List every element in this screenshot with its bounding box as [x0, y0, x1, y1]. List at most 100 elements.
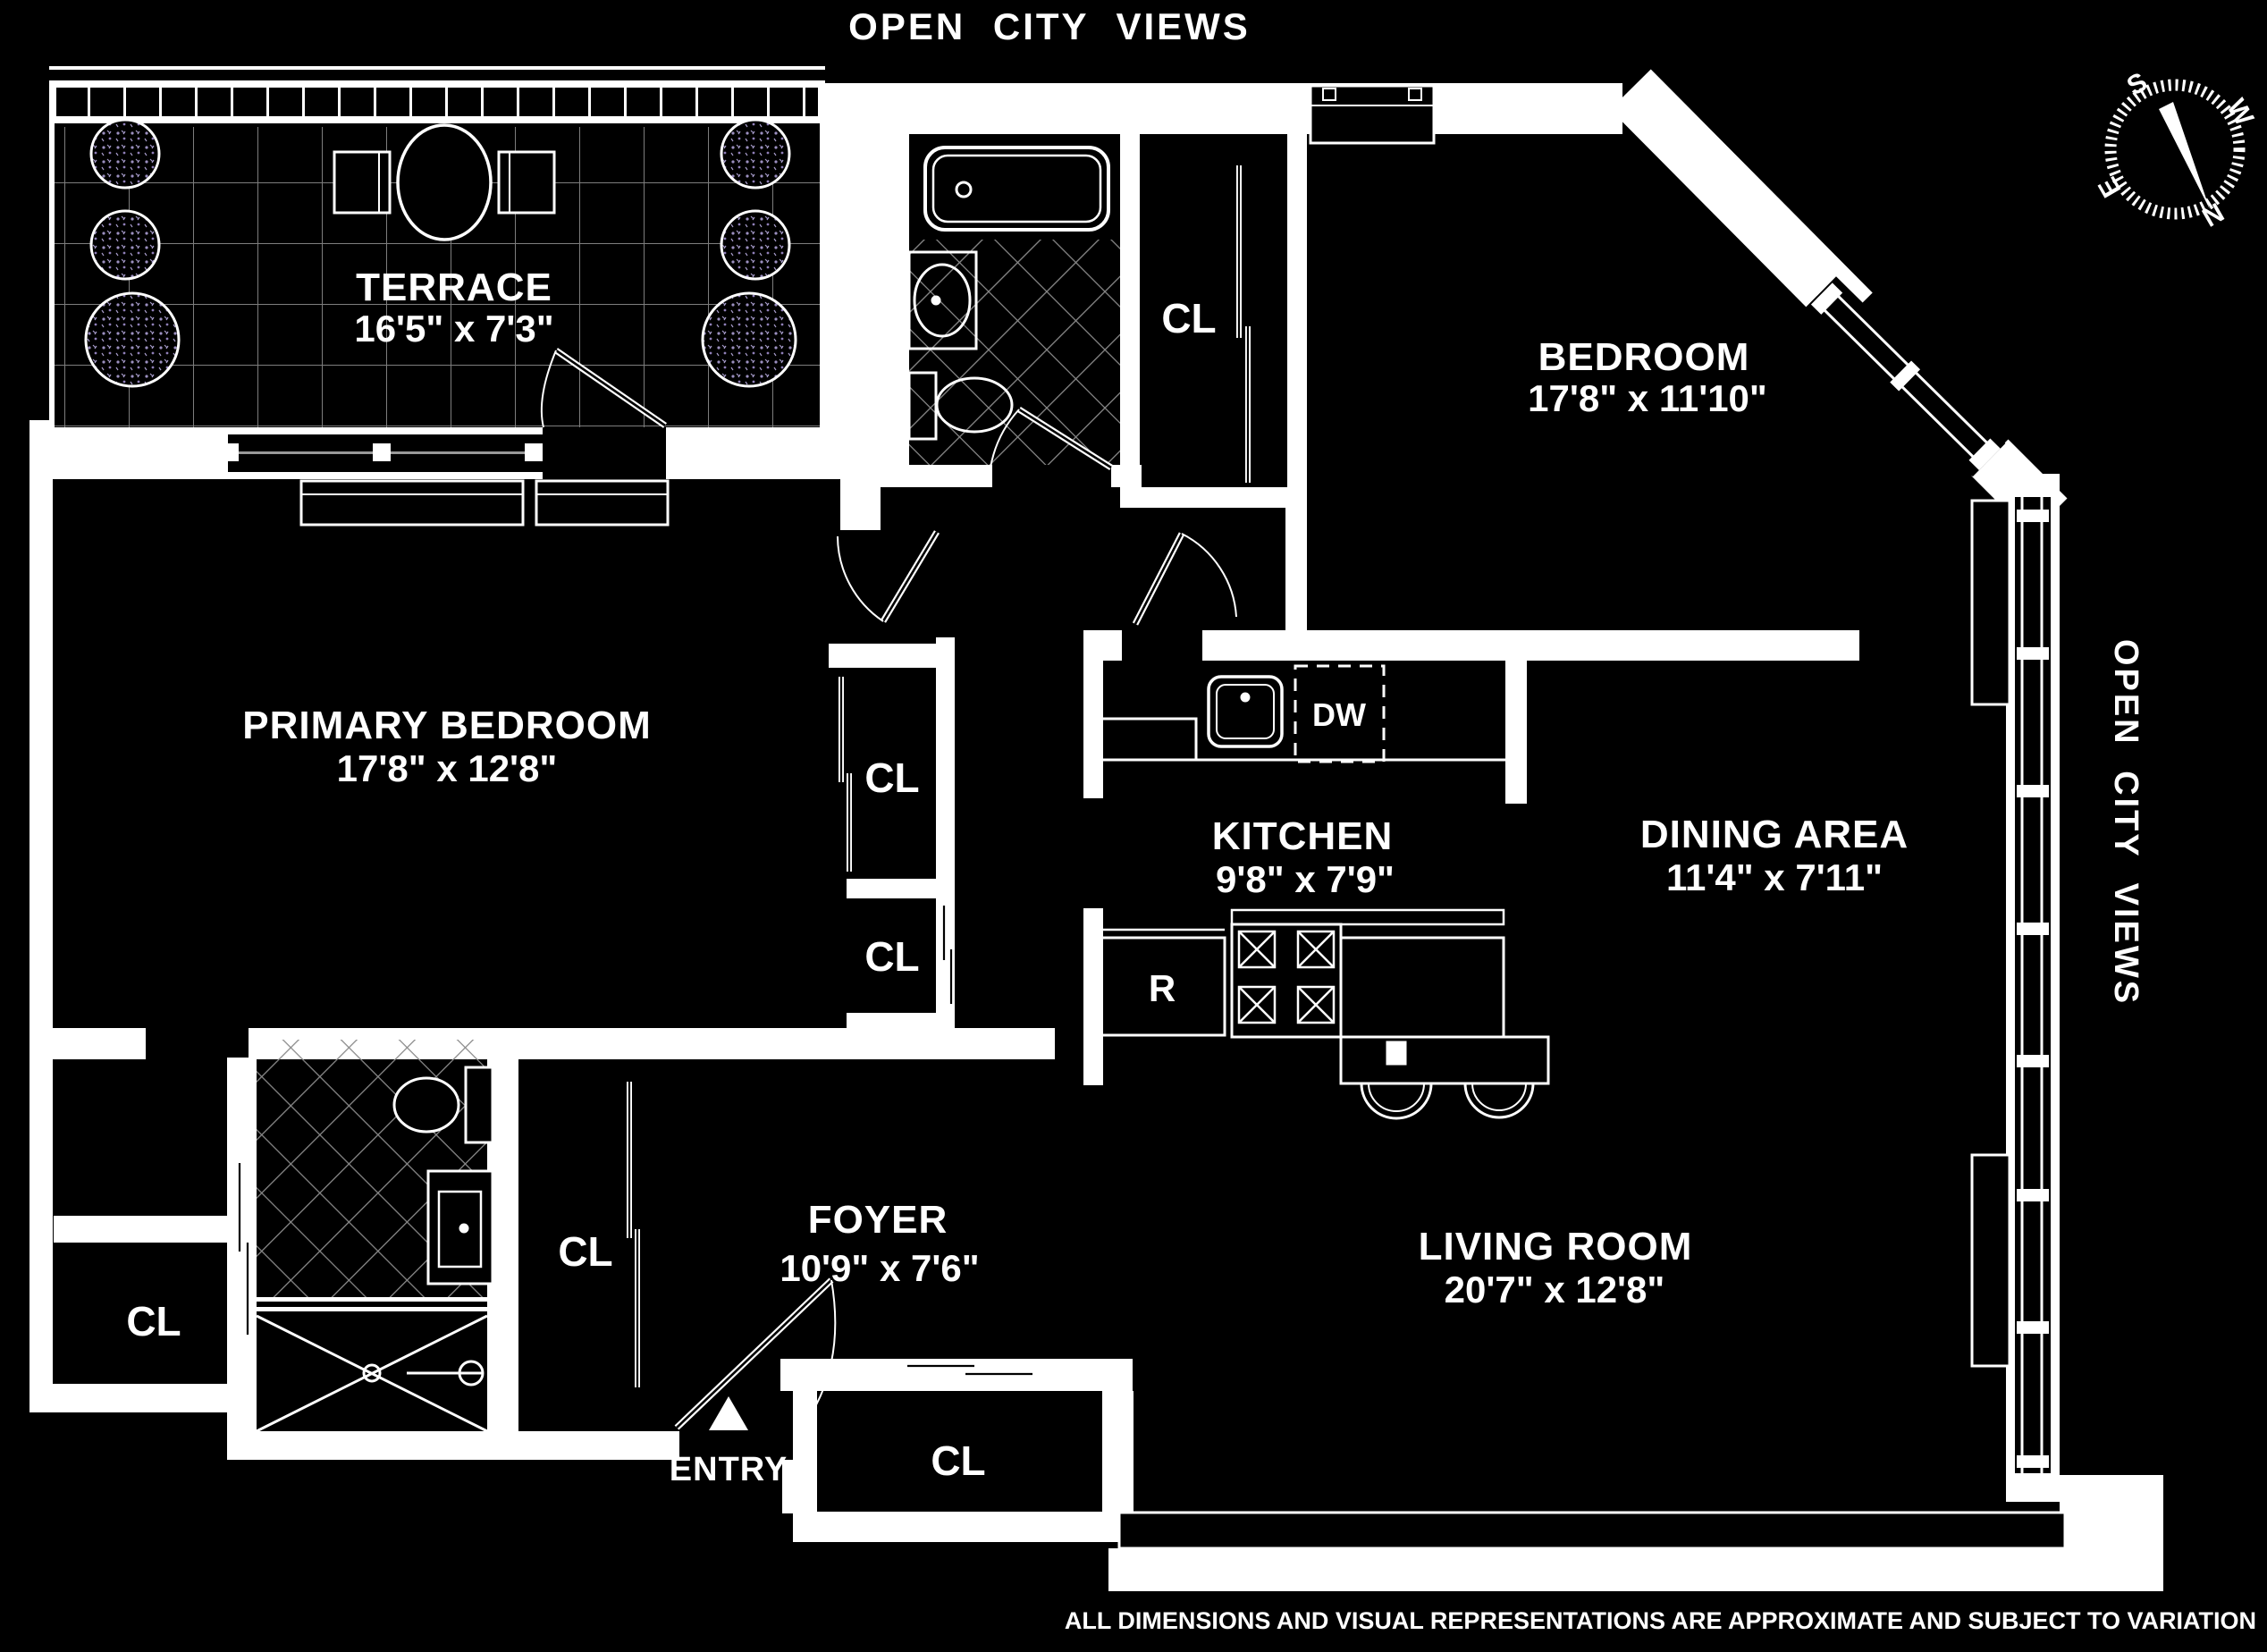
shower-head-icon [458, 1360, 485, 1386]
island-overhang [1339, 1035, 1550, 1085]
bathtub-icon [923, 146, 1110, 232]
living-room-dims: 20'7" x 12'8" [1445, 1268, 1665, 1311]
dishwasher-icon [1294, 664, 1386, 763]
closet-label: CL [931, 1437, 985, 1484]
wall-bottom-outer [1108, 1548, 2163, 1591]
closet-label: CL [558, 1228, 612, 1275]
refrigerator-icon [1099, 936, 1226, 1037]
kitchen-dims: 9'8" x 7'9" [1216, 858, 1395, 900]
primary-bedroom-door [837, 530, 940, 623]
closet-label: CL [1161, 295, 1216, 341]
middle-closets: CL CL [839, 677, 954, 1004]
disclaimer: ALL DIMENSIONS AND VISUAL REPRESENTATION… [1065, 1607, 2256, 1634]
planter-icon [720, 209, 791, 281]
closet-sliding-doors [839, 677, 954, 1004]
entry-arrow-icon [709, 1396, 748, 1430]
terrace-railing [56, 88, 818, 116]
bathroom-top [907, 146, 1120, 470]
closet-label: CL [864, 933, 919, 980]
terrace-door [540, 348, 667, 428]
entry-closet-doors [907, 1363, 1032, 1377]
bench-icon [497, 150, 556, 215]
planter-icon [89, 209, 161, 281]
toilet-icon [392, 1076, 460, 1134]
living-room: LIVING ROOM 20'7" x 12'8" [1117, 1225, 2067, 1550]
faucet-icon [1240, 692, 1251, 703]
drain-icon [955, 181, 973, 198]
open-city-views-top: OPEN CITY VIEWS [848, 5, 1251, 47]
entry-door [674, 1277, 837, 1430]
kitchen-hall-door [1132, 532, 1237, 626]
bathroom-tile-floor [909, 240, 1120, 465]
dishwasher-label: DW [1312, 696, 1366, 733]
dining-label: DINING AREA [1640, 813, 1909, 856]
compass-ticks [2104, 79, 2246, 220]
shower-drain-icon [362, 1363, 382, 1383]
foyer-label: FOYER [808, 1198, 948, 1242]
open-city-views-right: OPEN CITY VIEWS [2107, 639, 2145, 1006]
primary-bedroom-dims: 17'8" x 12'8" [337, 747, 558, 789]
door-swing-arc [1181, 533, 1237, 618]
kitchen: DW KITCHEN 9'8" x 7'9" [1097, 664, 1550, 1120]
stool-icon [1463, 1083, 1535, 1119]
stool-icon [1360, 1083, 1433, 1120]
faucet-icon [459, 1223, 469, 1234]
bench-icon [333, 150, 392, 215]
dining-area: DINING AREA 11'4" x 7'11" [1640, 813, 1909, 898]
bathroom-sliding-door [237, 1163, 250, 1335]
ptac-icon [535, 479, 670, 527]
primary-bedroom-label: PRIMARY BEDROOM [242, 704, 651, 747]
chamfer-window [1803, 276, 2006, 477]
kitchen-sink-icon [1207, 675, 1284, 748]
compass-icon: S W N E [2093, 67, 2259, 232]
kitchen-label: KITCHEN [1212, 814, 1394, 858]
compass-needle [2159, 102, 2210, 209]
range-label: R [1149, 967, 1176, 1009]
door-swing-arc [990, 409, 1020, 468]
planter-icons [84, 118, 797, 388]
bedroom: BEDROOM 17'8" x 11'10" [1309, 84, 2006, 477]
door-swing-arc [837, 535, 884, 622]
foyer-closet-doors [627, 1082, 640, 1387]
toilet-icon [935, 376, 1014, 434]
round-table-icon [396, 123, 493, 241]
vanity-icon [907, 250, 978, 350]
convector-strip [1117, 1511, 2067, 1550]
burner-icons [1237, 930, 1336, 1024]
bedroom-label: BEDROOM [1538, 335, 1750, 379]
closet-bath-doors [1236, 165, 1251, 483]
planter-icon [701, 291, 797, 388]
ptac-icon [299, 479, 525, 527]
planter-icon [84, 291, 181, 388]
living-room-label: LIVING ROOM [1419, 1225, 1693, 1268]
right-window-band [1970, 497, 2051, 1473]
ptac-units [299, 479, 670, 527]
planter-icon [89, 118, 161, 190]
shower-icon [256, 1314, 488, 1433]
bathroom-lower [237, 1040, 494, 1433]
radiator-icon [1970, 499, 2011, 706]
terrace-label: TERRACE [356, 266, 552, 309]
primary-bedroom: PRIMARY BEDROOM 17'8" x 12'8" [242, 704, 651, 789]
bedroom-dims: 17'8" x 11'10" [1528, 377, 1767, 419]
terrace-dims: 16'5" x 7'3" [354, 308, 553, 350]
dining-dims: 11'4" x 7'11" [1666, 856, 1883, 898]
planter-icon [720, 118, 791, 190]
radiator-icon [1970, 1153, 2011, 1368]
sink-icon [913, 263, 972, 338]
primary-window-band [221, 427, 543, 479]
wall-bedroom-dining [1202, 630, 1859, 661]
wall-chamfer [1610, 69, 1873, 333]
closet-label: CL [864, 754, 919, 801]
faucet-icon [931, 295, 941, 306]
wall-entry-bottom [227, 1431, 679, 1460]
bedroom-ac-unit [1309, 84, 1436, 145]
terrace: TERRACE 16'5" x 7'3" [49, 66, 825, 427]
door-swing-arc [540, 350, 557, 428]
closet-label: CL [126, 1298, 181, 1344]
terrace-table [333, 123, 556, 241]
terrace-outer-line [49, 66, 825, 70]
foyer-dims: 10'9" x 7'6" [780, 1247, 979, 1289]
